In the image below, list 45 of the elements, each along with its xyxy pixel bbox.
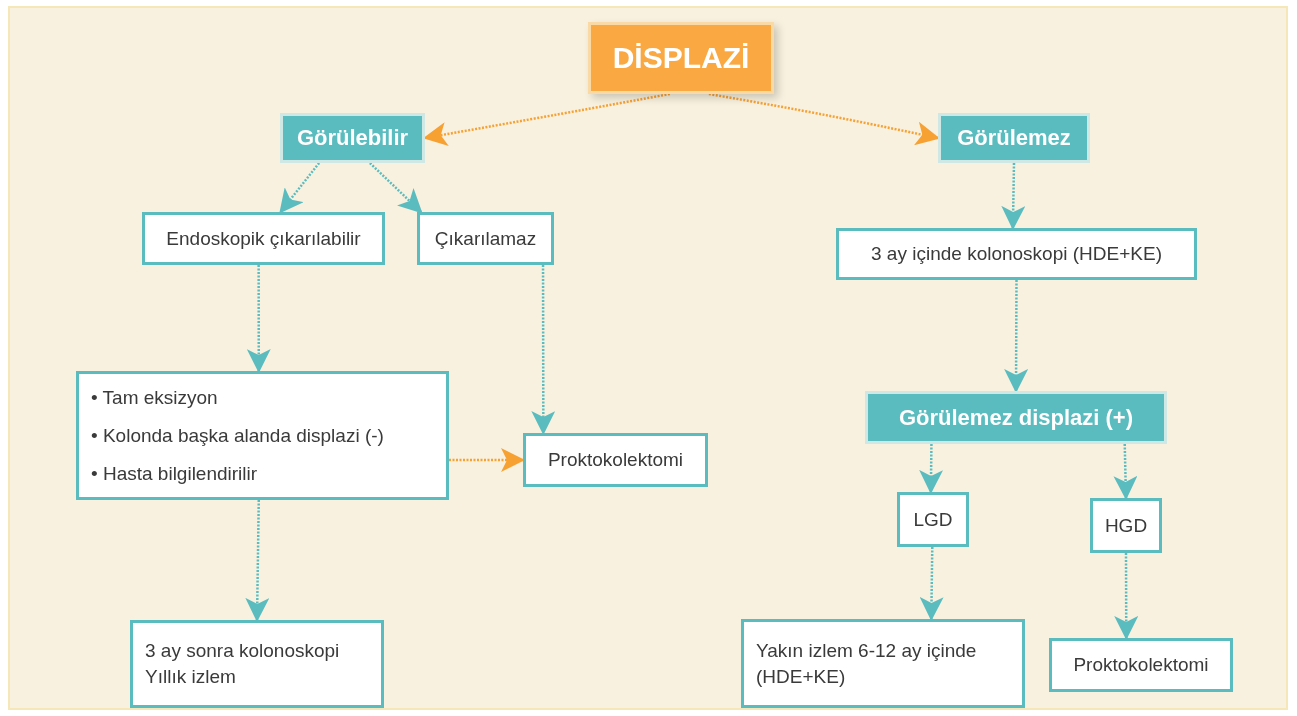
box-label: Endoskopik çıkarılabilir (166, 226, 361, 251)
bullet-list-box (76, 371, 449, 500)
category-box (280, 113, 425, 163)
box-label: HGD (1104, 513, 1148, 538)
box-label: Görülebilir (296, 124, 409, 153)
box-label: 3 ay sonra kolonoskopi (145, 639, 340, 664)
arrow (919, 444, 944, 494)
process-box (1049, 638, 1233, 692)
box-label: Yakın izlem 6-12 ay içinde (HDE+KE) (756, 638, 978, 689)
box-label: Yıllık izlem (145, 665, 236, 689)
arrow (423, 92, 671, 146)
box-label: LGD (913, 507, 953, 532)
arrow (531, 265, 556, 435)
title-box (588, 22, 774, 94)
process-box (741, 619, 1025, 708)
arrow (245, 500, 270, 622)
process-box (417, 212, 554, 265)
category-box (865, 391, 1167, 444)
process-box (523, 433, 708, 487)
category-box (938, 113, 1090, 163)
arrow (369, 162, 423, 214)
arrow (246, 265, 271, 373)
bullet-item: • Tam eksizyon (91, 385, 218, 410)
arrow (708, 92, 940, 146)
arrow (1004, 280, 1029, 393)
box-label: Görülemez displazi (+) (898, 403, 1134, 432)
process-box (130, 620, 384, 708)
arrow (1114, 553, 1139, 640)
box-label: Proktokolektomi (547, 448, 684, 473)
bullet-item: • Hasta bilgilendirilir (91, 461, 258, 486)
process-box (1090, 498, 1162, 553)
box-label: 3 ay içinde kolonoskopi (HDE+KE) (871, 242, 1162, 267)
bullet-item: • Kolonda başka alanda displazi (-) (91, 423, 384, 448)
box-label: DİSPLAZİ (612, 39, 750, 76)
process-box (897, 492, 969, 547)
arrow (279, 162, 321, 214)
arrow (1113, 443, 1138, 500)
arrow (1001, 162, 1026, 230)
arrow (919, 547, 944, 621)
box-label: Çıkarılamaz (434, 226, 537, 251)
box-label: Proktokolektomi (1073, 653, 1209, 678)
arrow (449, 448, 525, 472)
box-label: Görülemez (957, 124, 1071, 153)
process-box (836, 228, 1197, 280)
process-box (142, 212, 385, 265)
